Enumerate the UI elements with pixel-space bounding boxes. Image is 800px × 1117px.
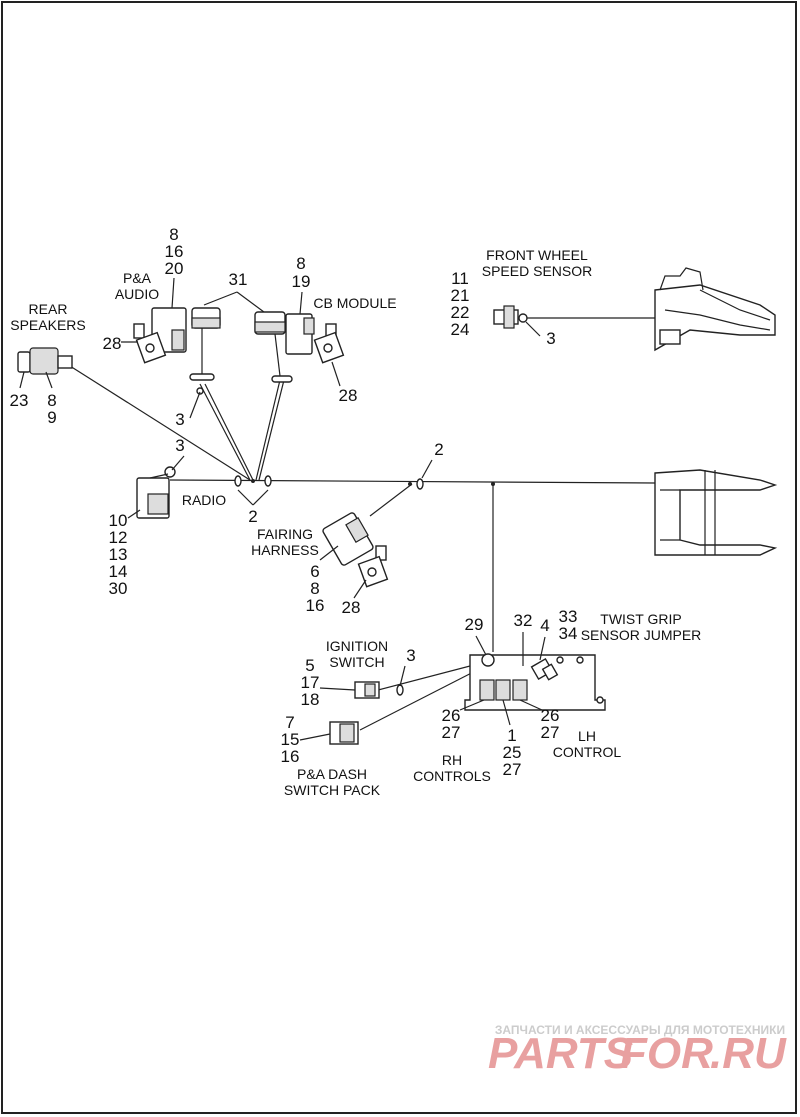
label-switch-pack: SWITCH PACK (284, 782, 381, 798)
callout: 10 (109, 511, 128, 530)
callout: 27 (503, 760, 522, 779)
cb-wire (255, 379, 281, 481)
callout: 28 (103, 334, 122, 353)
callout: 26 (541, 706, 560, 725)
callout: 7 (285, 713, 294, 732)
dash-switch-connector (329, 721, 359, 745)
audio-wire (199, 383, 251, 481)
watermark-tagline: ЗАПЧАСТИ И АКСЕССУАРЫ ДЛЯ МОТОТЕХНИКИ (495, 1023, 785, 1037)
frame-bracket-top (654, 267, 776, 352)
main-trunk-wire (169, 479, 656, 484)
rear-speaker-connector (17, 347, 73, 375)
callout: 6 (310, 562, 319, 581)
callout: 4 (540, 616, 549, 635)
label-lh: LH (578, 728, 596, 744)
callout: 15 (281, 730, 300, 749)
callout: 31 (229, 270, 248, 289)
callout: 23 (10, 391, 29, 410)
callout: 11 (451, 269, 469, 288)
label-harness: HARNESS (251, 542, 319, 558)
label-speed-sensor: SPEED SENSOR (482, 263, 592, 279)
watermark-logo: PARTS FOR .RU (488, 1029, 787, 1078)
frame-handlebar (654, 469, 778, 556)
callout: 9 (47, 408, 56, 427)
label-front-wheel: FRONT WHEEL (486, 247, 588, 263)
callout: 29 (465, 615, 484, 634)
label-audio: AUDIO (115, 286, 159, 302)
label-speakers: SPEAKERS (10, 317, 85, 333)
label-radio: RADIO (182, 492, 226, 508)
radio-connector (136, 466, 176, 519)
callout: 26 (442, 706, 461, 725)
cb-module-connector (254, 311, 315, 383)
callout: 21 (451, 286, 470, 305)
speed-sensor (493, 305, 528, 329)
callout: 8 (296, 254, 305, 273)
callout: 8 (310, 579, 319, 598)
callout: 25 (503, 743, 522, 762)
ignition-switch-connector (354, 681, 404, 699)
label-switch: SWITCH (329, 654, 384, 670)
callout: 14 (109, 562, 128, 581)
callout: 8 (169, 225, 178, 244)
callout: 3 (546, 329, 555, 348)
callout: 16 (306, 596, 325, 615)
callout: 19 (292, 272, 311, 291)
callout: 2 (434, 440, 443, 459)
watermark-ru: .RU (710, 1029, 787, 1078)
bracket-audio (133, 323, 167, 364)
callout: 1 (507, 726, 516, 745)
callout: 20 (165, 259, 184, 278)
splice-points (234, 475, 495, 490)
label-rear: REAR (29, 301, 68, 317)
label-rh: RH (442, 752, 462, 768)
label-control: CONTROL (553, 744, 622, 760)
callout: 24 (451, 320, 470, 339)
callout: 3 (175, 410, 184, 429)
label-sensor-jumper: SENSOR JUMPER (581, 627, 702, 643)
label-ignition: IGNITION (326, 638, 388, 654)
callout: 27 (541, 723, 560, 742)
callout: 5 (305, 656, 314, 675)
callout: 13 (109, 545, 128, 564)
callout: 22 (451, 303, 470, 322)
callout: 3 (175, 436, 184, 455)
lh-control-housing (464, 653, 606, 711)
label-controls: CONTROLS (413, 768, 491, 784)
callout: 17 (301, 673, 320, 692)
callout: 18 (301, 690, 320, 709)
fairing-harness-connector (322, 512, 374, 566)
callout: 28 (342, 598, 361, 617)
callout: 2 (248, 507, 257, 526)
bracket-cb (313, 323, 345, 364)
label-fairing: FAIRING (257, 526, 313, 542)
callout: 16 (165, 242, 184, 261)
callout: 27 (442, 723, 461, 742)
label-pa: P&A (123, 270, 152, 286)
callout: 8 (47, 391, 56, 410)
watermark-for: FOR (620, 1029, 713, 1078)
callout: 3 (406, 646, 415, 665)
callout: 32 (514, 611, 533, 630)
callout: 28 (339, 386, 358, 405)
rear-speaker-wire (69, 365, 251, 481)
watermark-parts: PARTS (488, 1029, 633, 1078)
callout: 34 (559, 624, 578, 643)
label-pa-dash: P&A DASH (297, 766, 367, 782)
bracket-fairing (357, 545, 389, 588)
label-twist-grip: TWIST GRIP (600, 611, 681, 627)
fairing-wire (369, 483, 413, 517)
callout: 30 (109, 579, 128, 598)
callout: 12 (109, 528, 128, 547)
callout: 16 (281, 747, 300, 766)
callout: 33 (559, 607, 578, 626)
label-cb-module: CB MODULE (313, 295, 396, 311)
